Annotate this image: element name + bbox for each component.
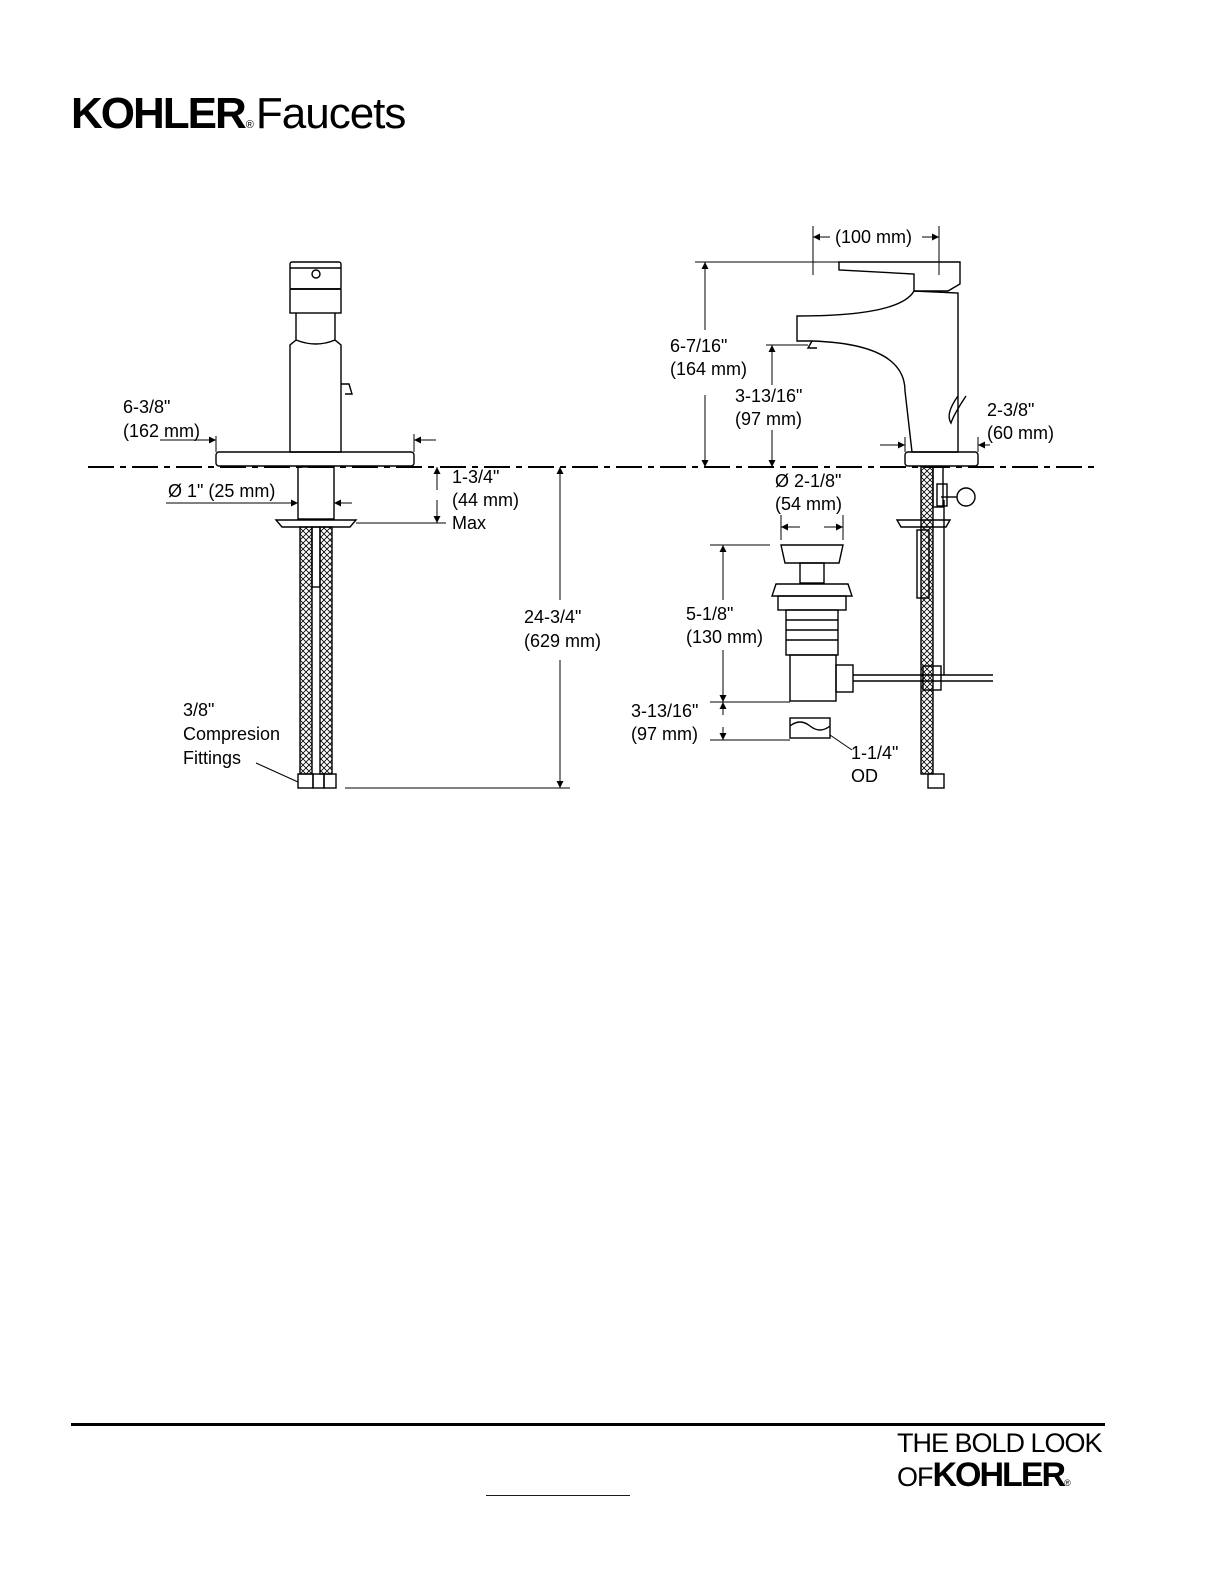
tagline-brand: KOHLER	[933, 1456, 1065, 1494]
tagline-line-1: THE BOLD LOOK	[897, 1428, 1102, 1458]
label-fittings-type: Compresion	[183, 724, 280, 744]
tagline-line-2: OFKOHLER®	[897, 1458, 1102, 1500]
side-view-labels: (100 mm) 6-7/16" (164 mm) 3-13/16" (97 m…	[631, 227, 1054, 786]
label-drain-dia-in: Ø 2-1/8"	[775, 471, 841, 491]
label-deck-max: Max	[452, 513, 486, 533]
label-od-size: 1-1/4"	[851, 743, 898, 763]
bold-look-tagline-logo: THE BOLD LOOK OFKOHLER®	[897, 1428, 1102, 1500]
tagline-of: OF	[897, 1462, 933, 1492]
label-height-mm: (164 mm)	[670, 359, 747, 379]
label-width-in: 6-3/8"	[123, 397, 170, 417]
side-view-dimension-lines	[695, 226, 990, 750]
side-view-faucet	[797, 262, 993, 788]
label-spout-mm: (97 mm)	[735, 409, 802, 429]
label-od-word: OD	[851, 766, 878, 786]
label-drain-len-in: 5-1/8"	[686, 604, 733, 624]
side-view-drain	[772, 545, 853, 738]
label-width-mm: (162 mm)	[123, 421, 200, 441]
label-fittings-size: 3/8"	[183, 700, 214, 720]
label-reach-mm: (100 mm)	[835, 227, 912, 247]
label-deck-in: 1-3/4"	[452, 467, 499, 487]
label-base-in: 2-3/8"	[987, 400, 1034, 420]
footer-rule	[71, 1423, 1105, 1426]
label-height-in: 6-7/16"	[670, 336, 727, 356]
footer-link[interactable]	[486, 1494, 630, 1496]
label-hole-diameter: Ø 1" (25 mm)	[168, 481, 275, 501]
label-supply-in: 24-3/4"	[524, 607, 581, 627]
label-spout-in: 3-13/16"	[735, 386, 802, 406]
front-view-faucet	[216, 262, 414, 788]
label-deck-mm: (44 mm)	[452, 490, 519, 510]
label-fittings-word: Fittings	[183, 748, 241, 768]
tagline-registered-mark: ®	[1064, 1478, 1071, 1488]
label-drain-len-mm: (130 mm)	[686, 627, 763, 647]
label-tail-mm: (97 mm)	[631, 724, 698, 744]
label-drain-dia-mm: (54 mm)	[775, 494, 842, 514]
label-supply-mm: (629 mm)	[524, 631, 601, 651]
label-base-mm: (60 mm)	[987, 423, 1054, 443]
label-tail-in: 3-13/16"	[631, 701, 698, 721]
